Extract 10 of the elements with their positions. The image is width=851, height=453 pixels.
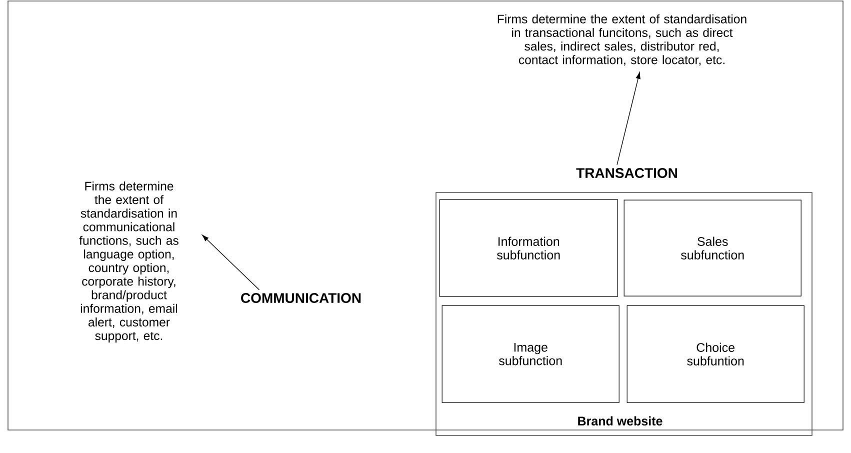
function-heading: TRANSACTION — [576, 168, 677, 178]
arrow — [202, 234, 260, 290]
description-text: Firms determine the extent of standardisation in transactional funcitons, such as direct sales, indirect sales, distributor red, contact information, store locator, etc. — [498, 14, 746, 66]
description-text: Firms determine the extent of standardisation in communicational functions, such as language option, country option, corporate history, brand/product information, email alert, customer support, etc. — [79, 181, 178, 343]
subfunction-box: Image subfunction — [442, 305, 620, 403]
subfunction-box: Sales subfunction — [624, 200, 802, 296]
subfunction-box: Choice subfuntion — [626, 305, 804, 403]
arrow — [616, 72, 640, 166]
function-heading: COMMUNICATION — [241, 293, 361, 303]
subfunction-box: Information subfunction — [439, 199, 618, 297]
